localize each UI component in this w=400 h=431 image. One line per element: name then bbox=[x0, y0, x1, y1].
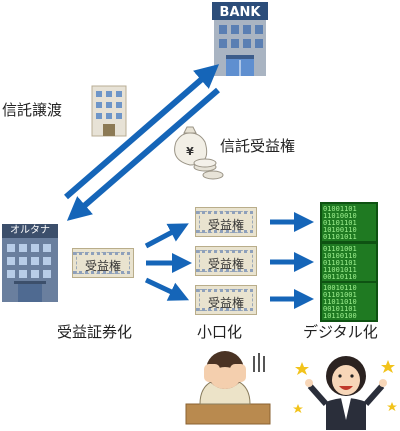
split-arrow-down bbox=[144, 277, 190, 301]
digital-token-1-bits: 01001101 11010010 01101101 10100110 0110… bbox=[323, 205, 357, 241]
bank-building-icon bbox=[212, 2, 268, 76]
certificate-fraction-3-text: 受益権 bbox=[207, 296, 244, 310]
fractionalization-label: 小口化 bbox=[197, 323, 243, 341]
digital-token-2: 01101001 10100110 01101101 11001011 0011… bbox=[320, 242, 378, 283]
company-name: オルタナ bbox=[2, 224, 58, 238]
digital-token-3-bits: 10010110 01101001 11011010 00101101 1011… bbox=[323, 284, 357, 320]
transfer-arrow-down bbox=[66, 87, 220, 221]
distressed-person-icon bbox=[185, 351, 271, 425]
certificate-fraction-2-text: 受益権 bbox=[207, 257, 244, 271]
transfer-arrow-up bbox=[64, 64, 220, 200]
certificate-fraction-2: 受益権 bbox=[195, 246, 257, 276]
certificate-main: 受益権 bbox=[72, 248, 134, 278]
money-bag-icon: ¥ bbox=[174, 126, 224, 180]
property-building-icon bbox=[91, 85, 127, 137]
certificate-fraction-3: 受益権 bbox=[195, 285, 257, 315]
certificate-main-text: 受益権 bbox=[84, 259, 121, 273]
happy-businesswoman-icon bbox=[293, 356, 397, 430]
digital-token-2-bits: 01101001 10100110 01101101 11001011 0011… bbox=[323, 245, 357, 281]
split-arrow-up bbox=[144, 223, 189, 249]
digital-token-1: 01001101 11010010 01101101 10100110 0110… bbox=[320, 202, 378, 243]
trust-transfer-label: 信託譲渡 bbox=[2, 101, 63, 119]
digital-token-3: 10010110 01101001 11011010 00101101 1011… bbox=[320, 281, 378, 322]
svg-text:¥: ¥ bbox=[186, 145, 194, 158]
digitalization-label: デジタル化 bbox=[303, 323, 378, 341]
securitization-label: 受益証券化 bbox=[57, 323, 133, 341]
certificate-fraction-1-text: 受益権 bbox=[207, 218, 244, 232]
bank-sign: BANK bbox=[220, 5, 262, 20]
certificate-fraction-1: 受益権 bbox=[195, 207, 257, 237]
trust-beneficial-right-label: 信託受益権 bbox=[220, 137, 296, 155]
